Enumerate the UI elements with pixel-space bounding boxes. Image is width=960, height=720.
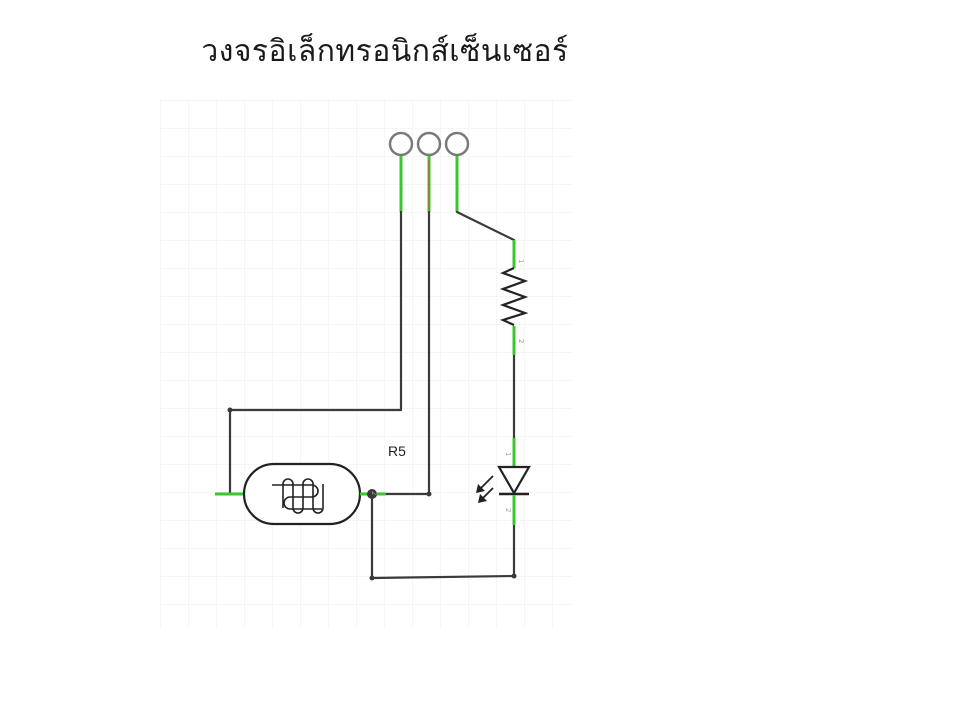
ldr-pin-label: 2 — [370, 491, 378, 495]
resistor-pin-label-2: 2 — [517, 339, 525, 343]
led-light-arrows-icon — [476, 475, 494, 503]
resistor-zigzag — [499, 266, 529, 327]
resistor[interactable]: 1 2 — [499, 240, 529, 355]
wire-pin3-to-resistor[interactable] — [455, 210, 516, 242]
header-pin-3[interactable] — [444, 131, 470, 157]
ldr-photoresistor[interactable]: 2 R5 — [215, 443, 406, 526]
wires — [227, 210, 517, 581]
ldr-meander — [272, 484, 322, 510]
resistor-pin-label-1: 1 — [517, 259, 525, 263]
led[interactable]: 1 2 — [476, 438, 531, 525]
header-pin-2[interactable] — [416, 131, 442, 157]
header-pin-1[interactable] — [388, 131, 414, 157]
junction-top-left — [227, 407, 233, 413]
led-pin-label-1: 1 — [504, 452, 512, 456]
ldr-serpentine — [282, 478, 324, 514]
junction-bottom-left — [369, 575, 375, 581]
header-connector[interactable] — [388, 131, 470, 212]
junction-right — [426, 491, 432, 497]
ldr-body — [242, 462, 362, 526]
led-pin-label-2: 2 — [504, 508, 512, 512]
led-triangle — [497, 465, 531, 496]
schematic-grid — [160, 100, 572, 628]
wire-led-to-node[interactable] — [370, 492, 516, 580]
ldr-reference-label: R5 — [388, 443, 406, 459]
slide-title: วงจรอิเล็กทรอนิกส์เซ็นเซอร์ — [201, 34, 569, 69]
junction-bottom-right — [511, 573, 517, 579]
wire-pin1-to-ldr[interactable] — [228, 210, 403, 496]
ldr-node — [367, 489, 377, 499]
